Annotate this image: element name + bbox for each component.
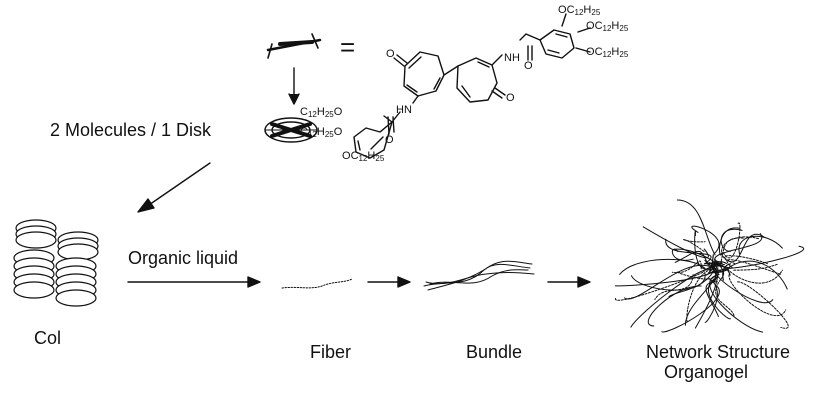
atom-o-carbonyl-right: O <box>524 60 533 72</box>
network-fiber <box>729 275 786 316</box>
network-fiber <box>738 282 789 328</box>
atom-o-carbonyl-left: O <box>385 134 394 146</box>
col-label: Col <box>34 328 61 348</box>
alkoxy-chain-right-3: OC12H25 <box>586 46 628 61</box>
network-fiber <box>710 275 763 333</box>
equals-sign: = <box>340 34 355 60</box>
network-structure-label: Network Structure <box>646 342 790 362</box>
network-fiber <box>672 261 701 273</box>
alkoxy-chain-left-2: C12H25O <box>300 126 342 141</box>
alkoxy-chain-left-3: OC12H25 <box>342 150 384 165</box>
alkoxy-chain-right-1: OC12H25 <box>558 4 600 19</box>
network-fiber <box>677 200 715 255</box>
network-fiber <box>721 238 745 264</box>
atom-nh: NH <box>504 52 520 64</box>
bundle-icon <box>424 261 534 290</box>
col-stacks-icon <box>14 220 98 306</box>
atom-hn: HN <box>396 104 412 116</box>
atom-o-right: O <box>506 92 515 104</box>
arrow-diagonal-to-col <box>138 163 210 212</box>
fiber-icon <box>282 279 352 288</box>
flat-molecule-icon <box>268 34 320 58</box>
arrow-organic-liquid <box>128 277 260 287</box>
arrow-down-to-disk <box>289 68 299 104</box>
atom-o-left: O <box>386 48 395 60</box>
network-structure-icon <box>615 200 803 332</box>
fiber-label: Fiber <box>310 342 351 362</box>
alkoxy-chain-right-2: OC12H25 <box>586 20 628 35</box>
network-fiber <box>655 275 693 300</box>
arrow-fiber-to-bundle <box>368 277 410 287</box>
organic-liquid-label: Organic liquid <box>128 248 238 268</box>
disk-ratio-label: 2 Molecules / 1 Disk <box>50 120 211 140</box>
arrow-bundle-to-network <box>548 277 590 287</box>
network-fiber <box>739 236 782 254</box>
organogel-label: Organogel <box>664 362 748 382</box>
network-fiber <box>662 285 720 332</box>
alkoxy-chain-left-1: C12H25O <box>300 106 342 121</box>
bundle-label: Bundle <box>466 342 522 362</box>
